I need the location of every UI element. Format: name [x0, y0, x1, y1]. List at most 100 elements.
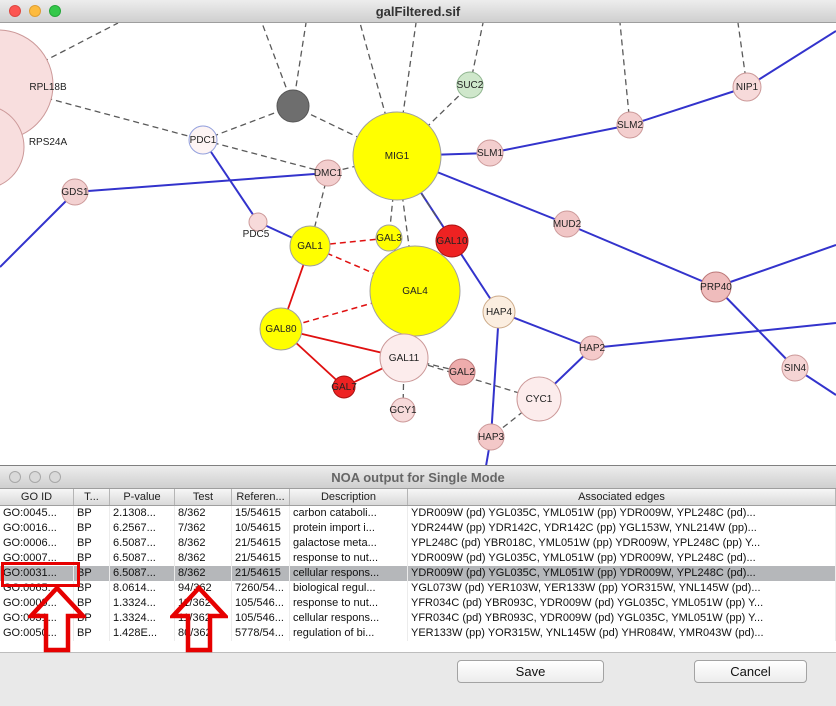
- network-node-mud2[interactable]: [553, 210, 581, 238]
- network-node-gal11[interactable]: [379, 333, 429, 383]
- network-node-gal80[interactable]: [259, 307, 303, 351]
- network-node-hap2[interactable]: [579, 335, 605, 361]
- node-label-cyc1: CYC1: [526, 394, 553, 405]
- table-cell: 8/362: [175, 551, 232, 566]
- network-node-gray1[interactable]: [276, 89, 310, 123]
- network-edge[interactable]: [396, 84, 471, 157]
- network-node-rpl18b[interactable]: [0, 29, 54, 141]
- network-node-pdc5[interactable]: [248, 212, 268, 232]
- column-header-associated-edges[interactable]: Associated edges: [408, 489, 836, 505]
- network-node-prp40[interactable]: [700, 271, 732, 303]
- node-label-gal2: GAL2: [449, 367, 475, 378]
- network-edge[interactable]: [629, 86, 748, 126]
- network-edge[interactable]: [489, 124, 631, 154]
- table-cell: 15/54615: [232, 506, 290, 521]
- node-label-hap4: HAP4: [486, 307, 513, 318]
- table-cell: YER133W (pp) YOR315W, YNL145W (pd) YHR08…: [408, 626, 836, 641]
- table-cell: BP: [74, 536, 110, 551]
- zoom-button-inactive[interactable]: [49, 471, 61, 483]
- network-node-gcy1[interactable]: [390, 397, 416, 423]
- table-cell: galactose meta...: [290, 536, 408, 551]
- table-cell: GO:0031...: [0, 566, 74, 581]
- network-edge[interactable]: [566, 223, 717, 288]
- table-cell: YFR034C (pd) YBR093C, YDR009W (pd) YGL03…: [408, 596, 836, 611]
- table-cell: GO:0065...: [0, 581, 74, 596]
- network-node-rps24a[interactable]: [0, 105, 25, 189]
- network-node-gds1[interactable]: [61, 178, 89, 206]
- traffic-lights: [9, 5, 61, 17]
- table-cell: YFR034C (pd) YBR093C, YDR009W (pd) YGL03…: [408, 611, 836, 626]
- column-header-test[interactable]: Test: [175, 489, 232, 505]
- table-cell: carbon cataboli...: [290, 506, 408, 521]
- network-edge[interactable]: [202, 139, 329, 174]
- table-cell: 1.3324...: [110, 611, 175, 626]
- column-header-go-id[interactable]: GO ID: [0, 489, 74, 505]
- table-cell: YGL073W (pd) YER103W, YER133W (pp) YOR31…: [408, 581, 836, 596]
- save-button[interactable]: Save: [457, 660, 604, 683]
- network-node-suc2[interactable]: [456, 71, 484, 99]
- table-cell: GO:0006...: [0, 536, 74, 551]
- zoom-button[interactable]: [49, 5, 61, 17]
- network-node-dmc1[interactable]: [314, 159, 342, 187]
- network-node-gal10[interactable]: [435, 224, 469, 258]
- table-cell: 6.2567...: [110, 521, 175, 536]
- network-node-gal7[interactable]: [332, 375, 356, 399]
- network-node-gal1[interactable]: [289, 225, 331, 267]
- network-node-mig1[interactable]: [352, 111, 442, 201]
- network-node-cyc1[interactable]: [516, 376, 562, 422]
- column-header-description[interactable]: Description: [290, 489, 408, 505]
- close-button-inactive[interactable]: [9, 471, 21, 483]
- network-node-hap3[interactable]: [477, 423, 505, 451]
- network-edge[interactable]: [202, 139, 259, 223]
- network-edge[interactable]: [746, 30, 836, 88]
- node-label-gal4: GAL4: [402, 286, 428, 297]
- column-header-t[interactable]: T...: [74, 489, 110, 505]
- network-node-sin4[interactable]: [781, 354, 809, 382]
- network-node-pdc1[interactable]: [188, 125, 218, 155]
- table-cell: 5778/54...: [232, 626, 290, 641]
- node-label-gal11: GAL11: [389, 353, 420, 364]
- node-label-gal7: GAL7: [331, 382, 357, 393]
- node-label-pdc1: PDC1: [190, 135, 217, 146]
- column-header-p-value[interactable]: P-value: [110, 489, 175, 505]
- node-label-sin4: SIN4: [784, 363, 807, 374]
- network-window-titlebar[interactable]: galFiltered.sif: [0, 0, 836, 23]
- network-edge[interactable]: [498, 311, 593, 349]
- table-cell: 11/362: [175, 596, 232, 611]
- network-edge[interactable]: [619, 23, 631, 126]
- network-node-slm1[interactable]: [476, 139, 504, 167]
- minimize-button[interactable]: [29, 5, 41, 17]
- table-cell: response to nut...: [290, 596, 408, 611]
- network-node-gal2[interactable]: [448, 358, 476, 386]
- network-edge[interactable]: [490, 311, 500, 438]
- close-button[interactable]: [9, 5, 21, 17]
- node-label-hap2: HAP2: [579, 343, 606, 354]
- noa-window-titlebar[interactable]: NOA output for Single Mode: [0, 466, 836, 489]
- network-edge[interactable]: [715, 244, 836, 288]
- table-cell: GO:0007...: [0, 551, 74, 566]
- cancel-button[interactable]: Cancel: [694, 660, 807, 683]
- network-node-slm2[interactable]: [616, 111, 644, 139]
- network-edge[interactable]: [74, 172, 329, 193]
- network-edge[interactable]: [0, 191, 76, 268]
- network-edge[interactable]: [715, 286, 796, 369]
- network-edge[interactable]: [591, 322, 836, 349]
- network-node-hap4[interactable]: [482, 295, 516, 329]
- network-node-nip1[interactable]: [732, 72, 762, 102]
- network-canvas[interactable]: RPL18BRPS24AGDS1PDC1MIG1SUC2SLM1SLM2NIP1…: [0, 23, 836, 466]
- minimize-button-inactive[interactable]: [29, 471, 41, 483]
- column-header-referen[interactable]: Referen...: [232, 489, 290, 505]
- network-node-gal3[interactable]: [375, 224, 403, 252]
- button-panel: Save Cancel: [0, 652, 836, 706]
- network-node-gal4[interactable]: [369, 245, 461, 337]
